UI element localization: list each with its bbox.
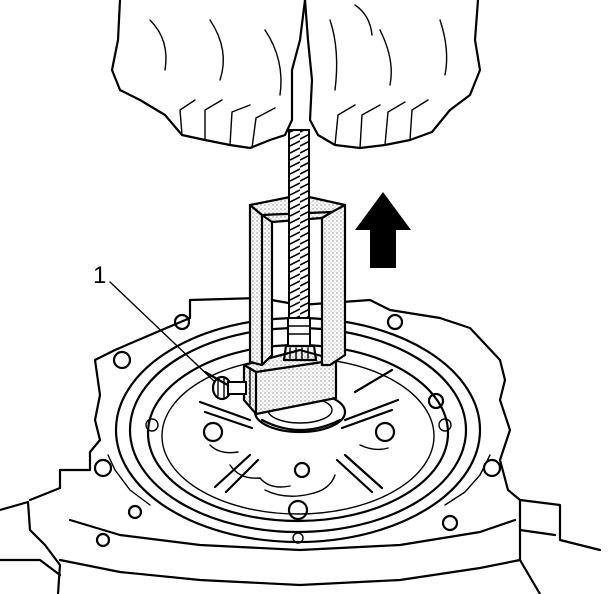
- callout-number: 1: [93, 262, 107, 289]
- callout-leader-line: [109, 281, 216, 383]
- forcing-screw: [282, 129, 318, 362]
- technician-hands: [110, 0, 482, 150]
- transmission-housing: [0, 296, 602, 594]
- retaining-thumb-screw: [211, 375, 247, 401]
- up-arrow-icon: [355, 192, 411, 268]
- puller-jaw-block: [242, 348, 338, 416]
